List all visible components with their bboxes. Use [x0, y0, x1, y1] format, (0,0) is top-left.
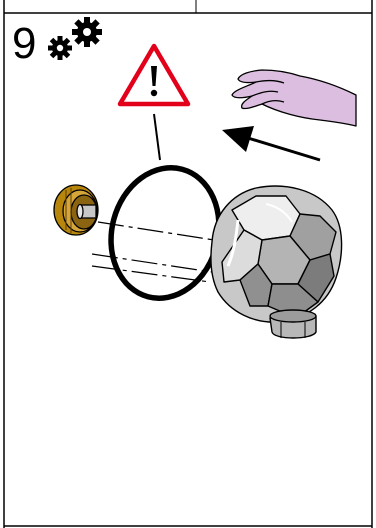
direction-arrow-icon: [222, 126, 320, 160]
warning-triangle-icon: [120, 46, 188, 104]
chrome-handle: [211, 186, 342, 338]
filter-insert: [54, 185, 98, 235]
hand-icon: [232, 70, 356, 126]
step-number: 9: [12, 22, 36, 66]
gears-icon: [48, 17, 102, 60]
leader-line: [154, 114, 160, 160]
